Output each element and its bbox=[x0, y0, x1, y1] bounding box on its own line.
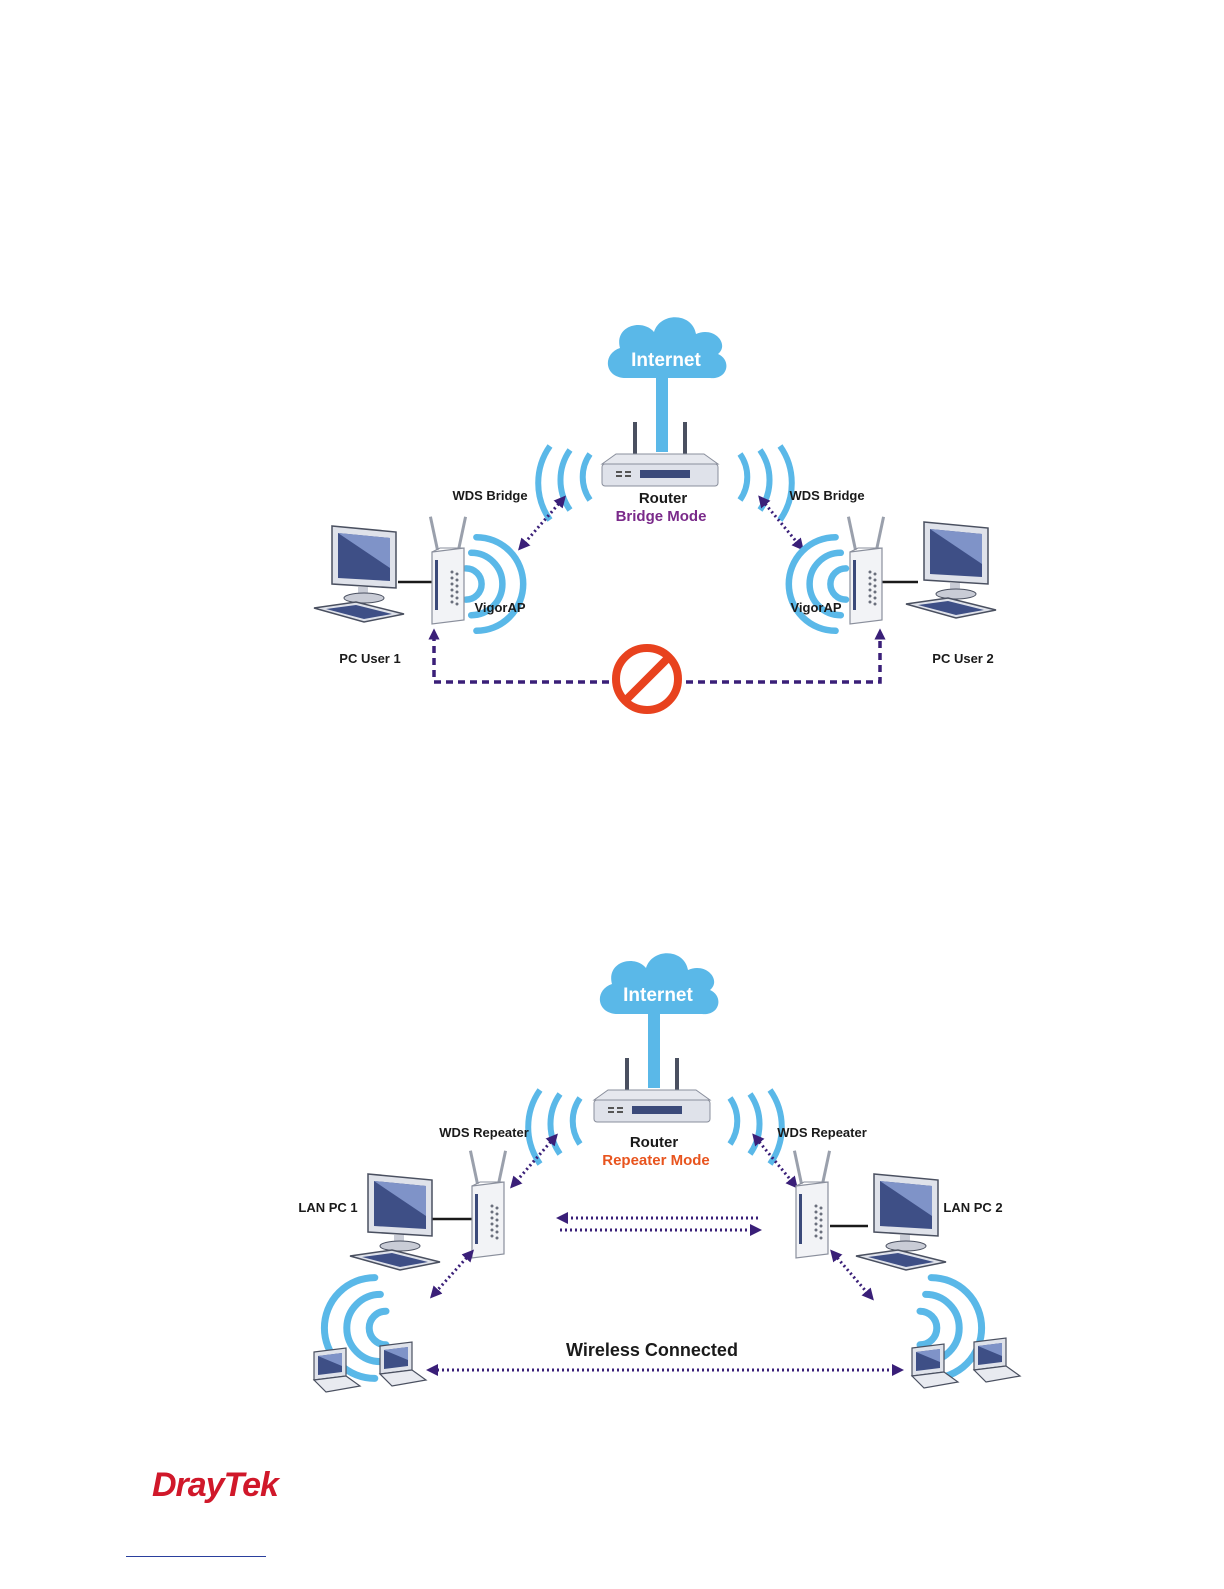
right-lan-pc-icon bbox=[856, 1174, 946, 1270]
uplink-bar bbox=[648, 1008, 660, 1088]
right-pc-icon bbox=[906, 522, 996, 618]
right-pc-label: LAN PC 2 bbox=[943, 1200, 1002, 1215]
footer-rule bbox=[126, 1556, 266, 1557]
left-wds-link-arrow bbox=[514, 1138, 554, 1184]
left-ap-waves-icon bbox=[466, 537, 523, 631]
right-ap-waves-icon bbox=[789, 537, 846, 631]
router-waves-right-icon bbox=[740, 446, 792, 520]
prohibited-icon bbox=[616, 648, 678, 710]
logo-part-tek: Tek bbox=[224, 1466, 278, 1504]
right-repeater-icon bbox=[793, 1150, 831, 1258]
left-repeater-icon bbox=[469, 1150, 507, 1258]
router-waves-right-icon bbox=[730, 1090, 782, 1164]
wireless-connected-label: Wireless Connected bbox=[566, 1340, 738, 1360]
right-pc-label: PC User 2 bbox=[932, 651, 993, 666]
left-pc-label: LAN PC 1 bbox=[298, 1200, 357, 1215]
left-link-label: WDS Repeater bbox=[439, 1125, 529, 1140]
left-access-point-icon bbox=[429, 516, 467, 624]
left-link-label: WDS Bridge bbox=[452, 488, 527, 503]
left-pc-icon bbox=[314, 526, 404, 622]
right-link-label: WDS Bridge bbox=[789, 488, 864, 503]
uplink-bar bbox=[656, 372, 668, 452]
left-ap-label: VigorAP bbox=[474, 600, 525, 615]
right-access-point-icon bbox=[847, 516, 885, 624]
bridge-mode-diagram: Internet Router Bridge Mode WDS Bridge W… bbox=[314, 317, 996, 710]
logo-part-dray: Dray bbox=[152, 1466, 224, 1504]
mode-label: Repeater Mode bbox=[602, 1152, 710, 1169]
mode-label: Bridge Mode bbox=[616, 508, 707, 525]
repeater-mode-diagram: Internet Router Repeater Mode WDS Repeat… bbox=[298, 953, 1020, 1392]
left-lan-pc-icon bbox=[350, 1174, 440, 1270]
right-laptop-2-icon bbox=[974, 1338, 1020, 1382]
router-label: Router bbox=[639, 490, 687, 507]
left-client-link-arrow bbox=[434, 1254, 470, 1294]
right-wds-link-arrow bbox=[762, 500, 800, 546]
router-waves-left-icon bbox=[528, 1090, 580, 1164]
draytek-logo: DrayTek bbox=[152, 1466, 278, 1505]
left-laptop-2-icon bbox=[380, 1342, 426, 1386]
internet-label: Internet bbox=[631, 350, 701, 371]
right-link-label: WDS Repeater bbox=[777, 1125, 867, 1140]
right-client-link-arrow bbox=[834, 1254, 870, 1296]
router-waves-left-icon bbox=[538, 446, 590, 520]
right-ap-label: VigorAP bbox=[790, 600, 841, 615]
left-pc-label: PC User 1 bbox=[339, 651, 400, 666]
router-label: Router bbox=[630, 1134, 678, 1151]
internet-label: Internet bbox=[623, 985, 693, 1006]
